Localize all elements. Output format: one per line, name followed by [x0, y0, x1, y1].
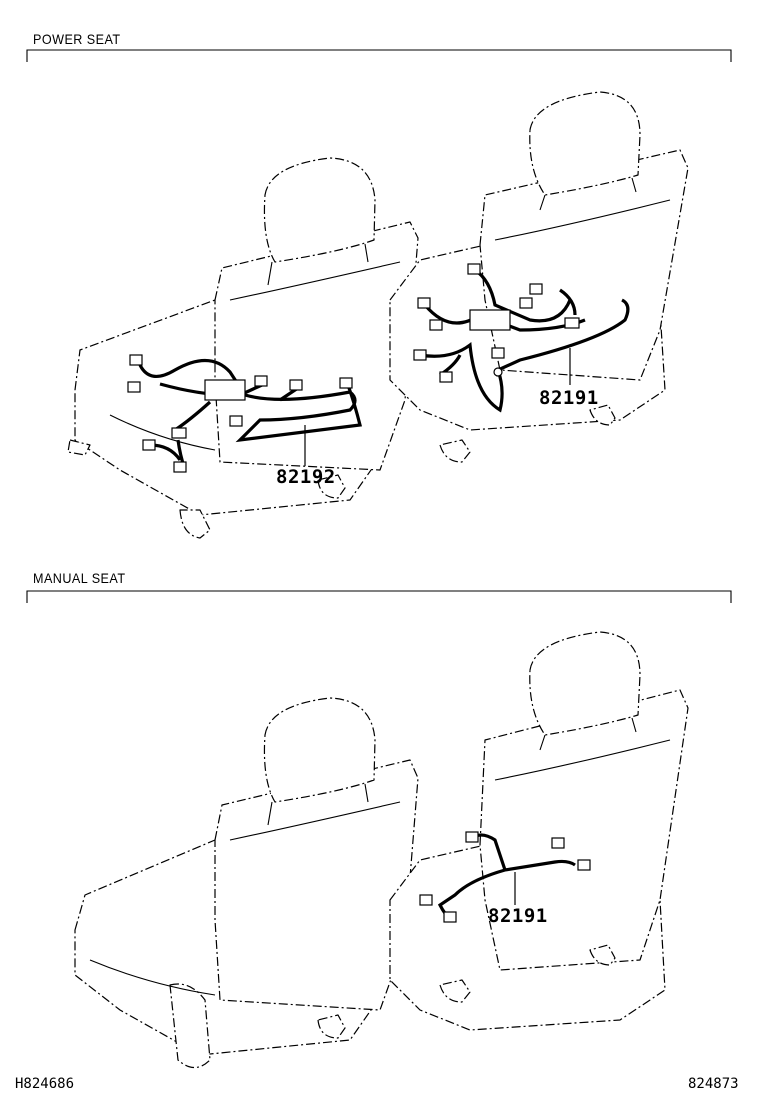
- power-left-harness: [127, 354, 362, 473]
- footer-left-code: H824686: [15, 1076, 75, 1092]
- manual-left-seat: [74, 697, 419, 1069]
- power-seat-bracket: [26, 49, 732, 62]
- manual-right-harness: [419, 831, 591, 923]
- footer-right-code: 824873: [688, 1076, 739, 1092]
- section-label-power-seat: POWER SEAT: [33, 31, 121, 47]
- power-left-seat: [67, 157, 419, 539]
- power-right-harness: [413, 263, 630, 413]
- manual-right-seat: [389, 631, 689, 1031]
- manual-seat-bracket: [26, 590, 732, 603]
- part-number-82191-power: 82191: [539, 387, 599, 409]
- part-number-82192: 82192: [276, 466, 336, 488]
- part-number-82191-manual: 82191: [488, 905, 548, 927]
- power-right-seat: [389, 91, 689, 463]
- section-label-manual-seat: MANUAL SEAT: [33, 570, 126, 586]
